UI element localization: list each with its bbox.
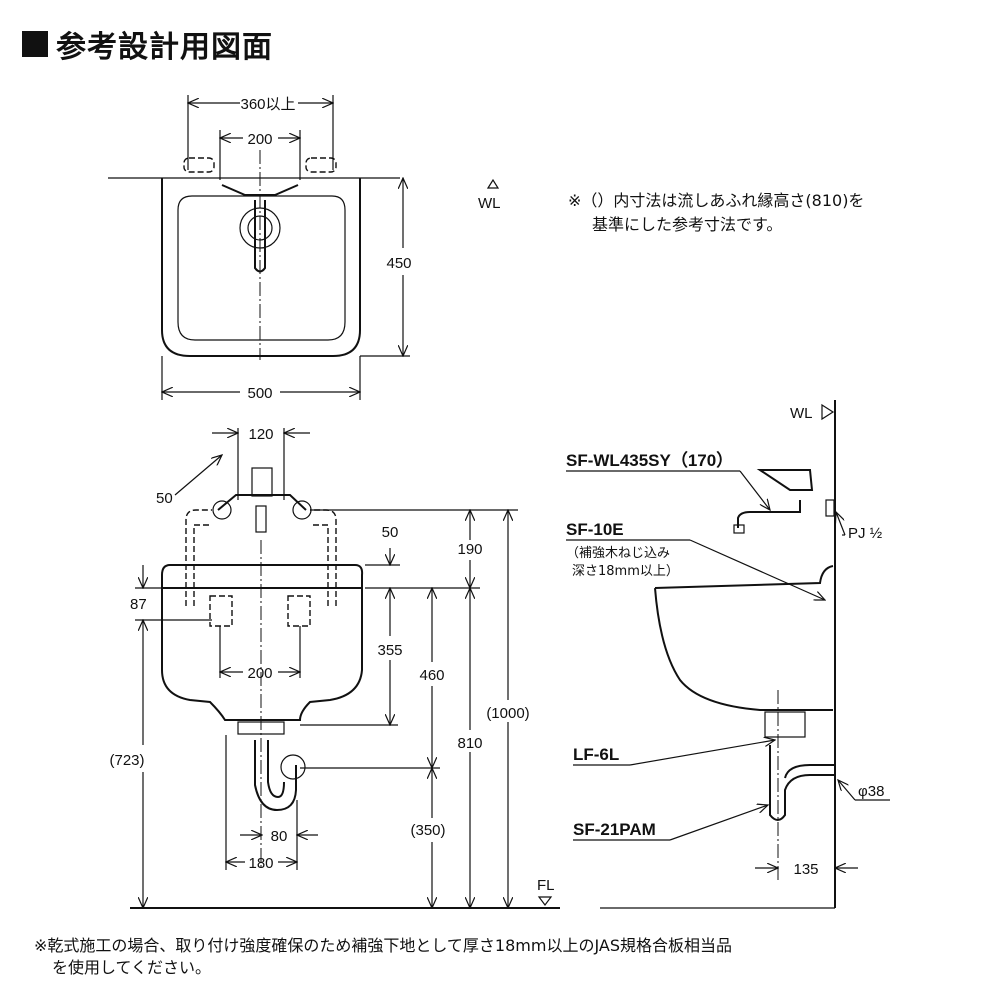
dim-trap-height: (350) xyxy=(410,822,445,839)
sink-side-outline xyxy=(654,565,834,711)
bracket-note-line2: 深さ18mm以上） xyxy=(572,564,679,579)
bracket-note-line1: （補強木ねじ込み xyxy=(566,546,670,561)
dim-wall-clearance: 360以上 xyxy=(240,96,295,113)
footer-note: ※乾式施工の場合、取り付け強度確保のため補強下地として厚さ18mm以上のJAS規… xyxy=(34,935,732,979)
label-bracket-model: SF-10E xyxy=(566,520,624,539)
side-wl-label: WL xyxy=(790,405,813,422)
dim-bracket-to-bottom: 355 xyxy=(377,642,402,659)
dim-bracket-height: (723) xyxy=(109,752,144,769)
sink-outline xyxy=(161,178,361,357)
faucet-side xyxy=(756,469,814,491)
trap-front xyxy=(254,740,297,812)
dim-trap-from-wall: 135 xyxy=(793,861,818,878)
footer-note-line1: ※乾式施工の場合、取り付け強度確保のため補強下地として厚さ18mm以上のJAS規… xyxy=(34,936,732,955)
label-drain-model: LF-6L xyxy=(573,745,619,764)
dim-faucet-center: 120 xyxy=(248,426,273,443)
dim-rim-height: 810 xyxy=(457,735,482,752)
side-wl-triangle-icon xyxy=(821,403,835,421)
note-line2: 基準にした参考寸法です。 xyxy=(592,215,782,234)
drain-circle xyxy=(239,207,281,249)
fl-triangle-icon xyxy=(537,896,553,906)
dim-rim-thickness: 50 xyxy=(382,524,399,541)
note-line1: ※（）内寸法は流しあふれ縁高さ(810)を xyxy=(568,191,864,210)
footer-note-line2: を使用してください。 xyxy=(52,958,212,977)
wl-triangle-icon xyxy=(486,178,500,189)
dim-total-height: (1000) xyxy=(486,705,529,722)
front-view: 120 50 190 (1000) 810 460 (350) 355 50 8… xyxy=(109,426,560,908)
side-view: WL SF-WL435SY（170） SF-10E （補強木ねじ込み 深さ18m… xyxy=(566,400,890,909)
dim-faucet-height: 190 xyxy=(457,541,482,558)
label-faucet-model: SF-WL435SY（170） xyxy=(566,450,733,470)
dim-faucet-offset: 50 xyxy=(156,490,173,507)
dim-bracket-spacing: 200 xyxy=(247,665,272,682)
fl-label: FL xyxy=(537,877,555,894)
title-square-icon xyxy=(22,31,48,57)
top-view: 360以上 200 450 500 WL xyxy=(108,95,501,402)
dim-width: 500 xyxy=(247,385,272,402)
trap-side xyxy=(769,745,835,821)
faucet-handle xyxy=(251,467,273,497)
dim-depth: 450 xyxy=(386,255,411,272)
dim-trap-offset: 80 xyxy=(271,828,288,845)
page-title: 参考設計用図面 xyxy=(22,22,273,66)
title-text: 参考設計用図面 xyxy=(56,30,273,65)
dim-faucet-spacing: 200 xyxy=(247,131,272,148)
sink-body xyxy=(161,564,364,721)
dim-trap-to-rim: 460 xyxy=(419,667,444,684)
label-trap-model: SF-21PAM xyxy=(573,820,656,839)
label-pipe-joint: PJ ½ xyxy=(848,525,883,542)
wl-label: WL xyxy=(478,195,501,212)
label-drain-diameter: φ38 xyxy=(858,783,884,800)
dim-leg-spacing: 180 xyxy=(248,855,273,872)
faucet-top xyxy=(221,184,299,196)
basin-outline xyxy=(177,195,346,341)
dim-bracket-from-rim: 87 xyxy=(130,596,147,613)
